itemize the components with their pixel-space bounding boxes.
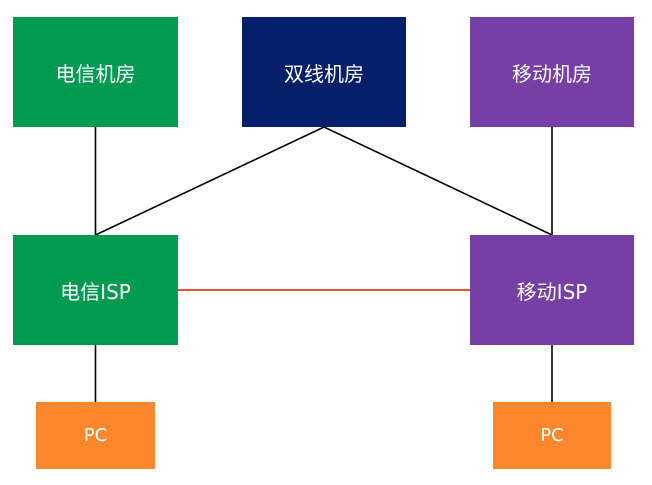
node-label: 移动机房 [512, 61, 592, 86]
node-mobile-isp: 移动ISP [470, 235, 634, 345]
node-telecom-datacenter: 电信机房 [13, 17, 178, 127]
node-dual-line-datacenter: 双线机房 [242, 17, 406, 127]
node-label: 电信ISP [60, 279, 131, 304]
edge-dc-dual-to-isp-mobile [323, 126, 553, 236]
node-label: PC [540, 425, 564, 446]
node-pc-right: PC [493, 402, 611, 469]
node-telecom-isp: 电信ISP [13, 235, 178, 345]
node-label: PC [83, 425, 108, 446]
node-mobile-datacenter: 移动机房 [470, 17, 634, 127]
edge-dc-dual-to-isp-telecom [95, 126, 325, 236]
node-label: 双线机房 [284, 61, 364, 86]
node-label: 电信机房 [55, 61, 136, 86]
node-label: 移动ISP [516, 279, 588, 304]
node-pc-left: PC [36, 402, 155, 469]
